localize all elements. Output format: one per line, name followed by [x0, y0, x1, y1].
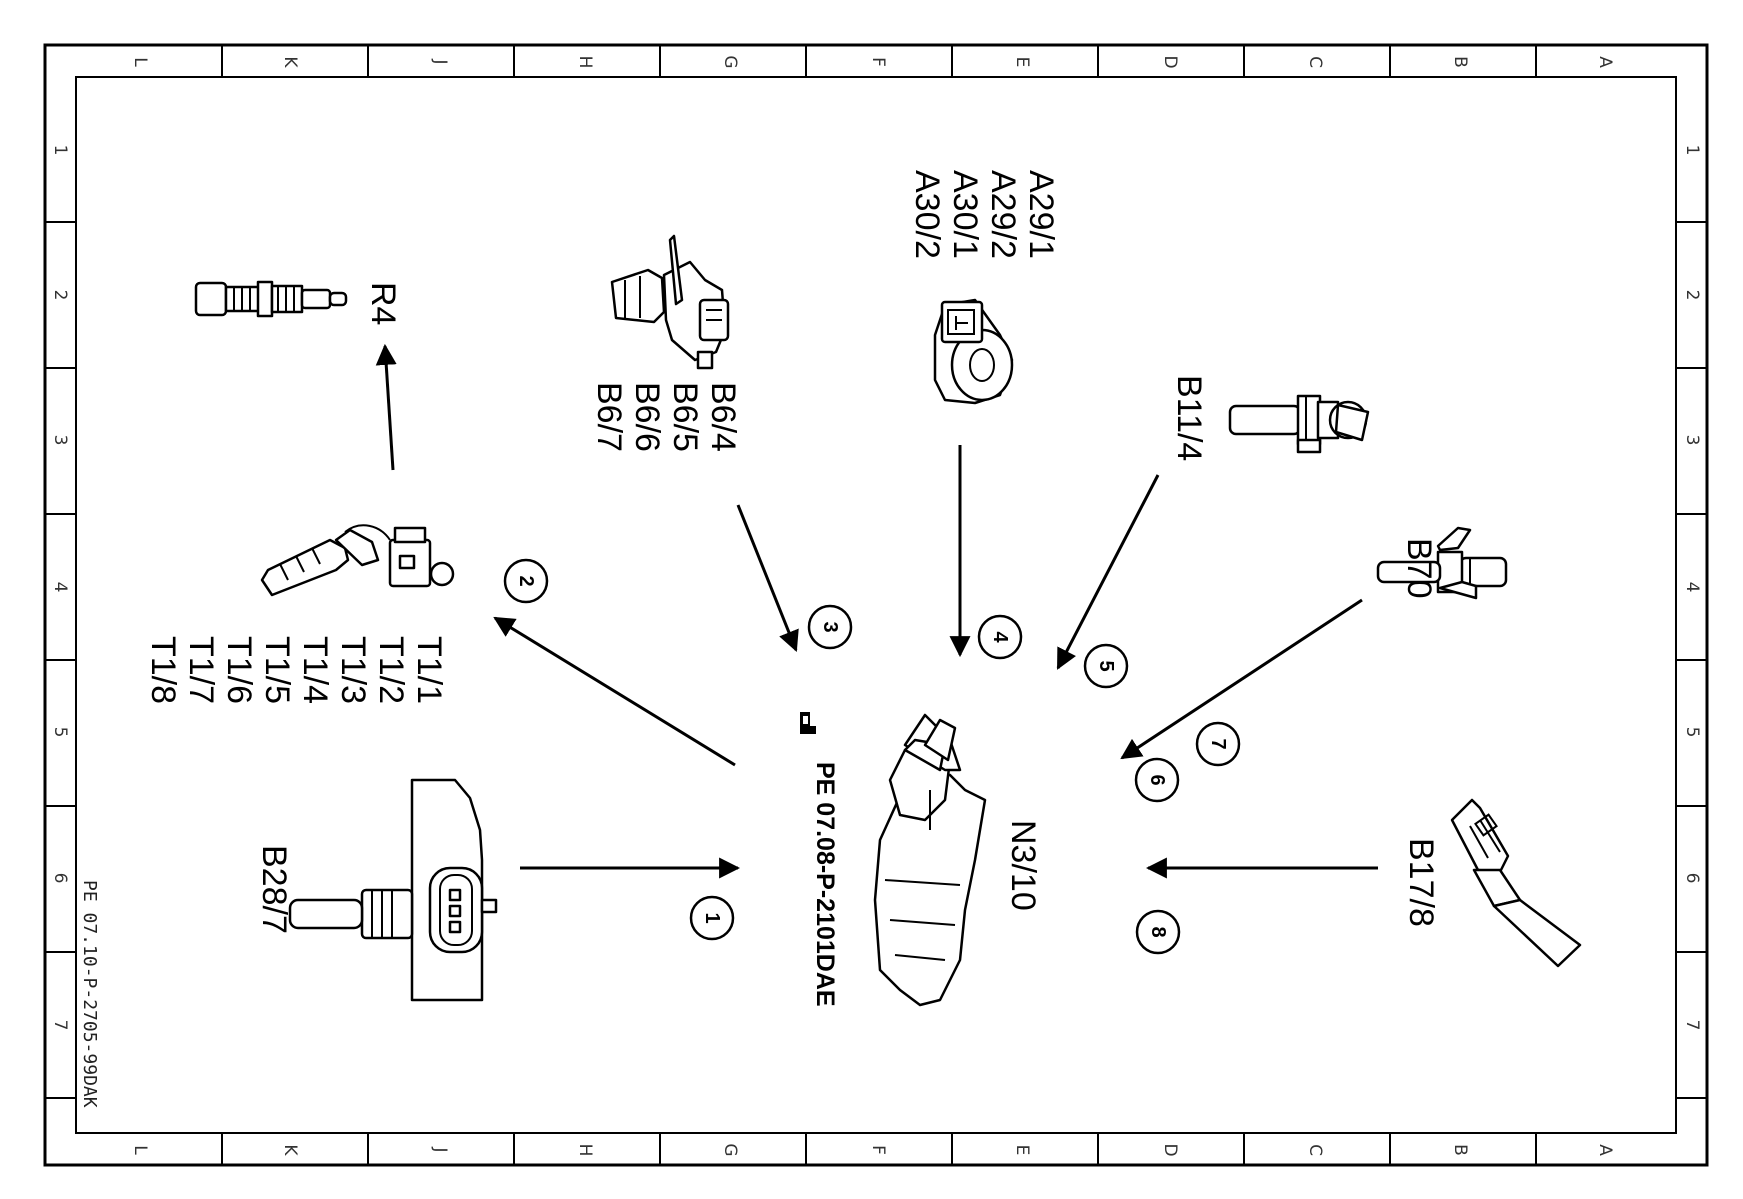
svg-text:2: 2 — [515, 575, 537, 586]
component-b6-drawing — [610, 234, 730, 370]
component-b11-drawing — [1228, 394, 1370, 454]
ecu-label: N3/10 — [1004, 820, 1042, 911]
zone-col-top-L: L — [130, 57, 150, 67]
label-t1-4: T1/4 — [296, 636, 334, 704]
zone-row-left-4: 4 — [50, 582, 70, 593]
callout-3: 3 — [807, 604, 853, 650]
zone-row-right-7: 7 — [1682, 1020, 1702, 1031]
label-b6-7: B6/7 — [590, 382, 628, 452]
zone-col-top-B: B — [1450, 56, 1470, 68]
component-b17-drawing — [1450, 798, 1582, 968]
svg-text:4: 4 — [989, 631, 1011, 643]
zone-col-bottom-L: L — [130, 1145, 150, 1155]
label-b28-7: B28/7 — [255, 845, 293, 934]
svg-text:8: 8 — [1147, 926, 1169, 937]
label-b70: B70 — [1400, 538, 1438, 599]
component-b70-drawing — [1376, 526, 1508, 600]
label-t1-2: T1/2 — [372, 636, 410, 704]
callout-8: 8 — [1135, 909, 1181, 955]
zone-row-left-3: 3 — [50, 435, 70, 446]
zone-col-bottom-H: H — [575, 1144, 595, 1157]
zone-col-bottom-J: J — [430, 1146, 450, 1152]
ecu-reference-text: PE 07.08-P-2101DAE — [811, 762, 839, 1007]
label-a30-1: A30/1 — [946, 170, 984, 259]
zone-col-bottom-D: D — [1160, 1143, 1180, 1156]
zone-col-bottom-A: A — [1595, 1144, 1615, 1156]
label-t1-6: T1/6 — [220, 636, 258, 704]
label-a29-group: A29/1 A29/2 A30/1 A30/2 — [908, 170, 1060, 259]
ecu-n3-10 — [873, 713, 987, 1007]
zone-col-top-G: G — [720, 55, 740, 68]
label-b6-6: B6/6 — [628, 382, 666, 452]
label-b6-group: B6/4 B6/5 B6/6 B6/7 — [590, 382, 742, 452]
component-t1-drawing — [260, 524, 455, 597]
label-b17-8: B17/8 — [1402, 838, 1440, 927]
zone-row-right-3: 3 — [1682, 435, 1702, 446]
label-t1-1: T1/1 — [410, 636, 448, 704]
arrow-6 — [1120, 598, 1363, 760]
arrow-3 — [736, 504, 799, 652]
arrow-2 — [493, 616, 736, 767]
callout-1: 1 — [689, 895, 735, 941]
zone-col-top-F: F — [868, 57, 888, 67]
zone-col-bottom-K: K — [280, 1144, 300, 1156]
callout-6: 6 — [1134, 757, 1180, 803]
drawing-frame: L K J H G F E D C B A L K J H G F E D C … — [43, 43, 1709, 1167]
component-a29-drawing — [933, 298, 1014, 405]
signal-arrows — [375, 343, 1378, 879]
svg-text:5: 5 — [1095, 660, 1117, 671]
svg-text:6: 6 — [1146, 774, 1168, 785]
label-t1-group: T1/1 T1/2 T1/3 T1/4 T1/5 T1/6 T1/7 T1/8 — [144, 636, 448, 704]
callout-5: 5 — [1083, 643, 1129, 689]
component-r4-drawing — [194, 280, 348, 318]
label-b6-4: B6/4 — [704, 382, 742, 452]
label-t1-5: T1/5 — [258, 636, 296, 704]
zone-row-left-2: 2 — [50, 290, 70, 301]
label-a30-2: A30/2 — [908, 170, 946, 259]
zone-row-left-6: 6 — [50, 873, 70, 884]
document-reference: PE 07.10-P-2705-99DAK — [79, 880, 100, 1108]
svg-text:1: 1 — [701, 912, 723, 923]
zone-row-left-7: 7 — [50, 1020, 70, 1031]
callout-7: 7 — [1195, 721, 1241, 767]
arrow-r4 — [375, 343, 397, 471]
zone-row-right-6: 6 — [1682, 873, 1702, 884]
label-t1-8: T1/8 — [144, 636, 182, 704]
label-b11-4: B11/4 — [1170, 375, 1208, 461]
component-b28-drawing — [288, 778, 498, 1002]
zone-row-right-1: 1 — [1682, 145, 1702, 156]
pointing-hand-icon — [800, 712, 816, 734]
svg-text:3: 3 — [819, 621, 841, 632]
label-t1-7: T1/7 — [182, 636, 220, 704]
zone-col-bottom-F: F — [868, 1145, 888, 1155]
callout-2: 2 — [503, 558, 549, 604]
zone-col-bottom-C: C — [1305, 1144, 1325, 1156]
zone-col-top-H: H — [575, 56, 595, 69]
label-b6-5: B6/5 — [666, 382, 704, 452]
zone-col-top-D: D — [1160, 55, 1180, 68]
zone-col-top-K: K — [280, 56, 300, 68]
label-a29-2: A29/2 — [984, 170, 1022, 259]
zone-col-top-C: C — [1305, 56, 1325, 68]
label-t1-3: T1/3 — [334, 636, 372, 704]
zone-col-top-E: E — [1012, 57, 1032, 68]
zone-row-right-5: 5 — [1682, 727, 1702, 738]
arrow-5 — [1056, 474, 1160, 670]
zone-row-left-5: 5 — [50, 727, 70, 738]
zone-col-bottom-B: B — [1450, 1144, 1470, 1156]
zone-row-right-4: 4 — [1682, 582, 1702, 593]
label-r4: R4 — [364, 282, 402, 325]
zone-col-top-J: J — [430, 58, 450, 64]
zone-col-top-A: A — [1595, 56, 1615, 68]
zone-col-bottom-G: G — [720, 1143, 740, 1156]
zone-row-left-1: 1 — [50, 145, 70, 156]
zone-row-right-2: 2 — [1682, 290, 1702, 301]
zone-col-bottom-E: E — [1012, 1145, 1032, 1156]
svg-text:7: 7 — [1207, 738, 1229, 749]
label-a29-1: A29/1 — [1022, 170, 1060, 259]
callout-4: 4 — [977, 614, 1023, 660]
